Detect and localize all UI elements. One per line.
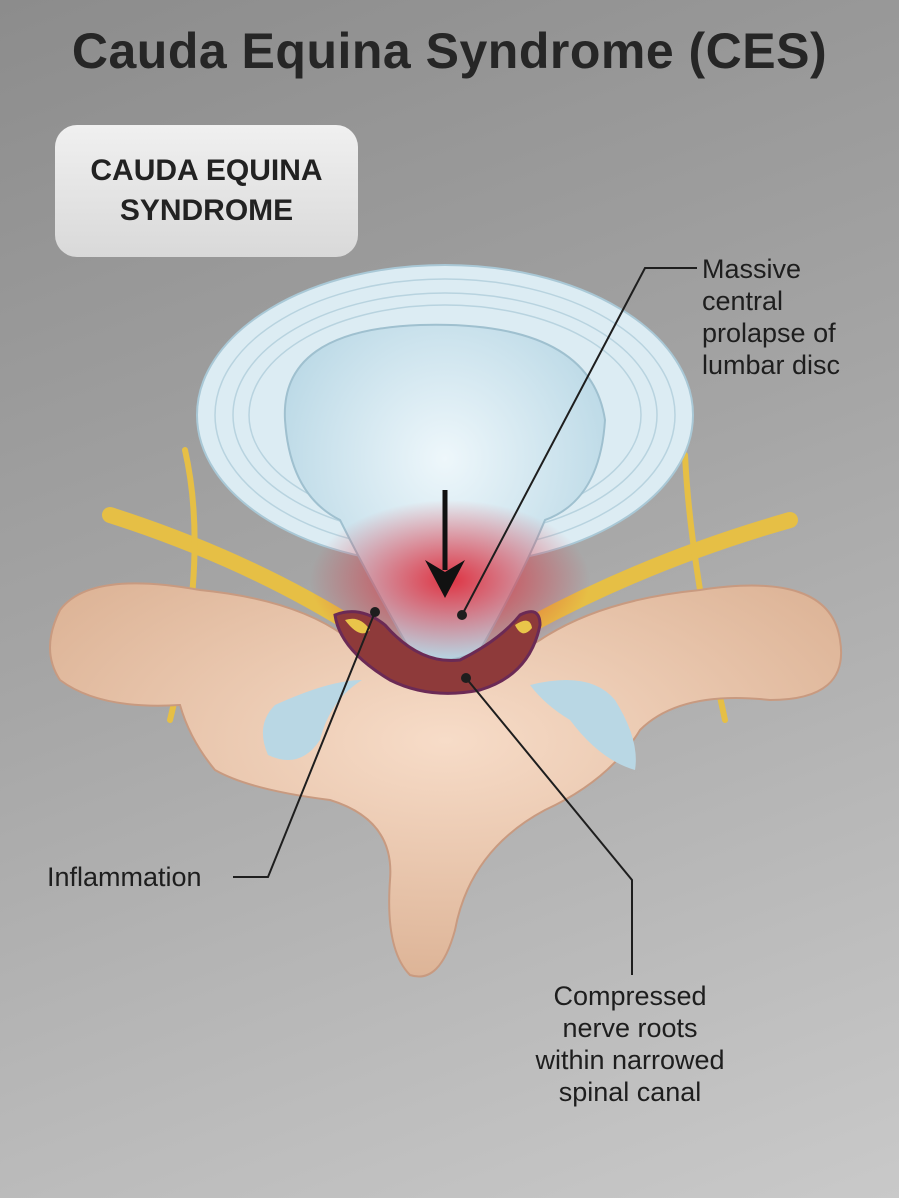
label-line: central	[702, 286, 784, 316]
arrow-icon	[425, 490, 465, 598]
label-prolapse: Massive central prolapse of lumbar disc	[702, 253, 840, 381]
label-inflammation: Inflammation	[47, 862, 202, 892]
leader-prolapse	[461, 267, 697, 616]
label-line: nerve roots	[562, 1013, 698, 1043]
label-line: prolapse of	[702, 318, 836, 348]
leader-inflammation	[233, 611, 376, 878]
label-line: within narrowed	[535, 1045, 725, 1075]
box-line-2: SYNDROME	[119, 194, 294, 227]
label-line: lumbar disc	[702, 350, 841, 380]
right-facet	[530, 680, 636, 770]
label-line: spinal canal	[558, 1077, 702, 1107]
label-line: Compressed	[553, 981, 707, 1011]
page-title: Cauda Equina Syndrome (CES)	[71, 23, 828, 79]
leader-compressed	[465, 677, 633, 975]
label-line: Massive	[702, 254, 802, 284]
spinal-canal	[333, 610, 542, 695]
label-box: CAUDA EQUINA SYNDROME	[55, 125, 358, 257]
label-compressed: Compressed nerve roots within narrowed s…	[500, 980, 760, 1108]
box-line-1: CAUDA EQUINA	[90, 154, 323, 187]
left-facet	[262, 680, 362, 760]
